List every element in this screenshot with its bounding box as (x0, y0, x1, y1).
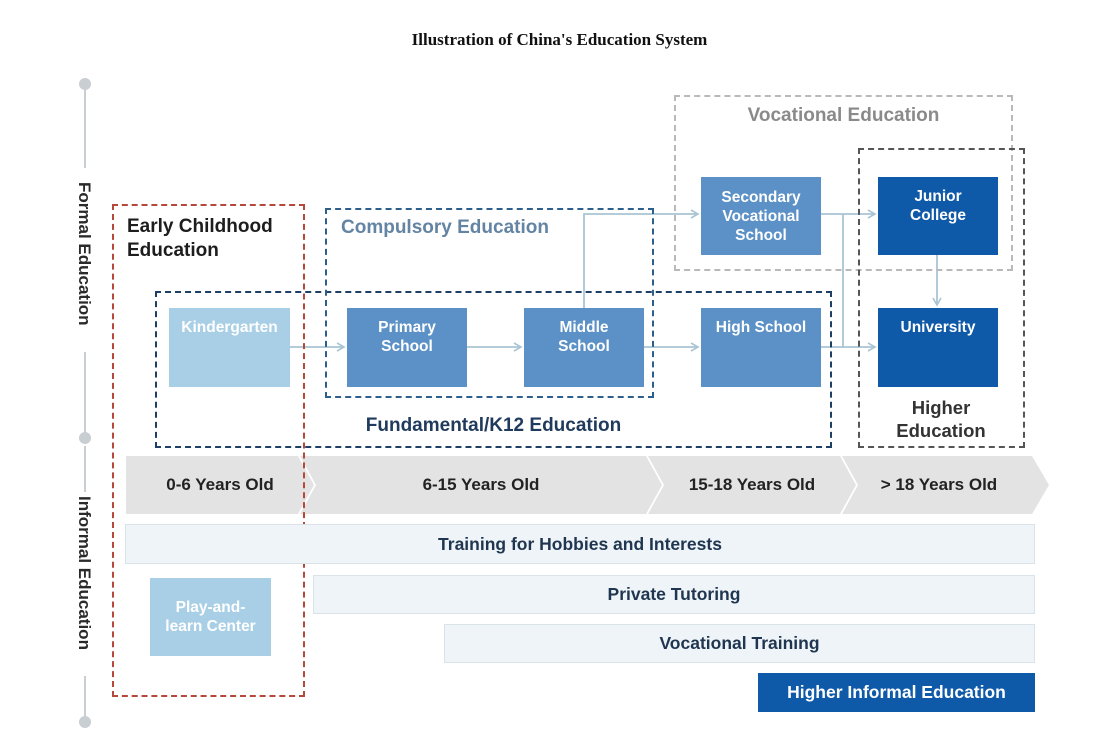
age-label-6-15: 6-15 Years Old (422, 475, 540, 494)
early-childhood-label: Early Childhood Education (127, 216, 273, 261)
rail-dot-middle (79, 432, 91, 444)
middle-school-box: Middle School (524, 308, 644, 387)
rail-dot-top (79, 78, 91, 90)
junior-college-box: Junior College (878, 177, 998, 255)
hobbies-training-band: Training for Hobbies and Interests (125, 524, 1035, 564)
timeline-rail (79, 78, 91, 728)
k12-education-frame (155, 291, 832, 448)
higher-informal-education-band: Higher Informal Education (758, 673, 1035, 712)
flow-arrows (290, 209, 942, 352)
primary-school-box: Primary School (347, 308, 467, 387)
compulsory-education-frame (325, 208, 654, 398)
rail-dot-bottom (79, 716, 91, 728)
early-childhood-frame (112, 204, 305, 697)
informal-education-label: Informal Education (75, 496, 94, 650)
age-chevron-6-15 (300, 456, 662, 514)
compulsory-education-label: Compulsory Education (341, 217, 549, 238)
university-box: University (878, 308, 998, 387)
vocational-training-band: Vocational Training (444, 624, 1035, 663)
arrow-middle-vocational (583, 209, 700, 308)
age-chevron-18-plus (842, 456, 1049, 514)
age-label-15-18: 15-18 Years Old (688, 475, 816, 494)
kindergarten-box: Kindergarten (169, 308, 290, 387)
higher-education-frame (858, 148, 1025, 448)
high-school-box: High School (701, 308, 821, 387)
higher-education-label: Higher Education (896, 397, 986, 441)
secondary-vocational-school-box: Secondary Vocational School (701, 177, 821, 255)
age-chevron-0-6 (126, 456, 314, 514)
formal-education-label: Formal Education (75, 182, 94, 326)
private-tutoring-band: Private Tutoring (313, 575, 1035, 614)
age-label-0-6: 0-6 Years Old (166, 475, 274, 494)
age-chevron-15-18 (648, 456, 856, 514)
diagram-title: Illustration of China's Education System (411, 30, 708, 49)
play-and-learn-center-box: Play-and-learn Center (150, 578, 271, 656)
vocational-education-label: Vocational Education (747, 105, 940, 126)
vocational-education-frame (674, 95, 1013, 271)
k12-education-label: Fundamental/K12 Education (365, 415, 622, 436)
age-label-18-plus: > 18 Years Old (880, 475, 998, 494)
age-chevron-bar (126, 456, 1049, 514)
